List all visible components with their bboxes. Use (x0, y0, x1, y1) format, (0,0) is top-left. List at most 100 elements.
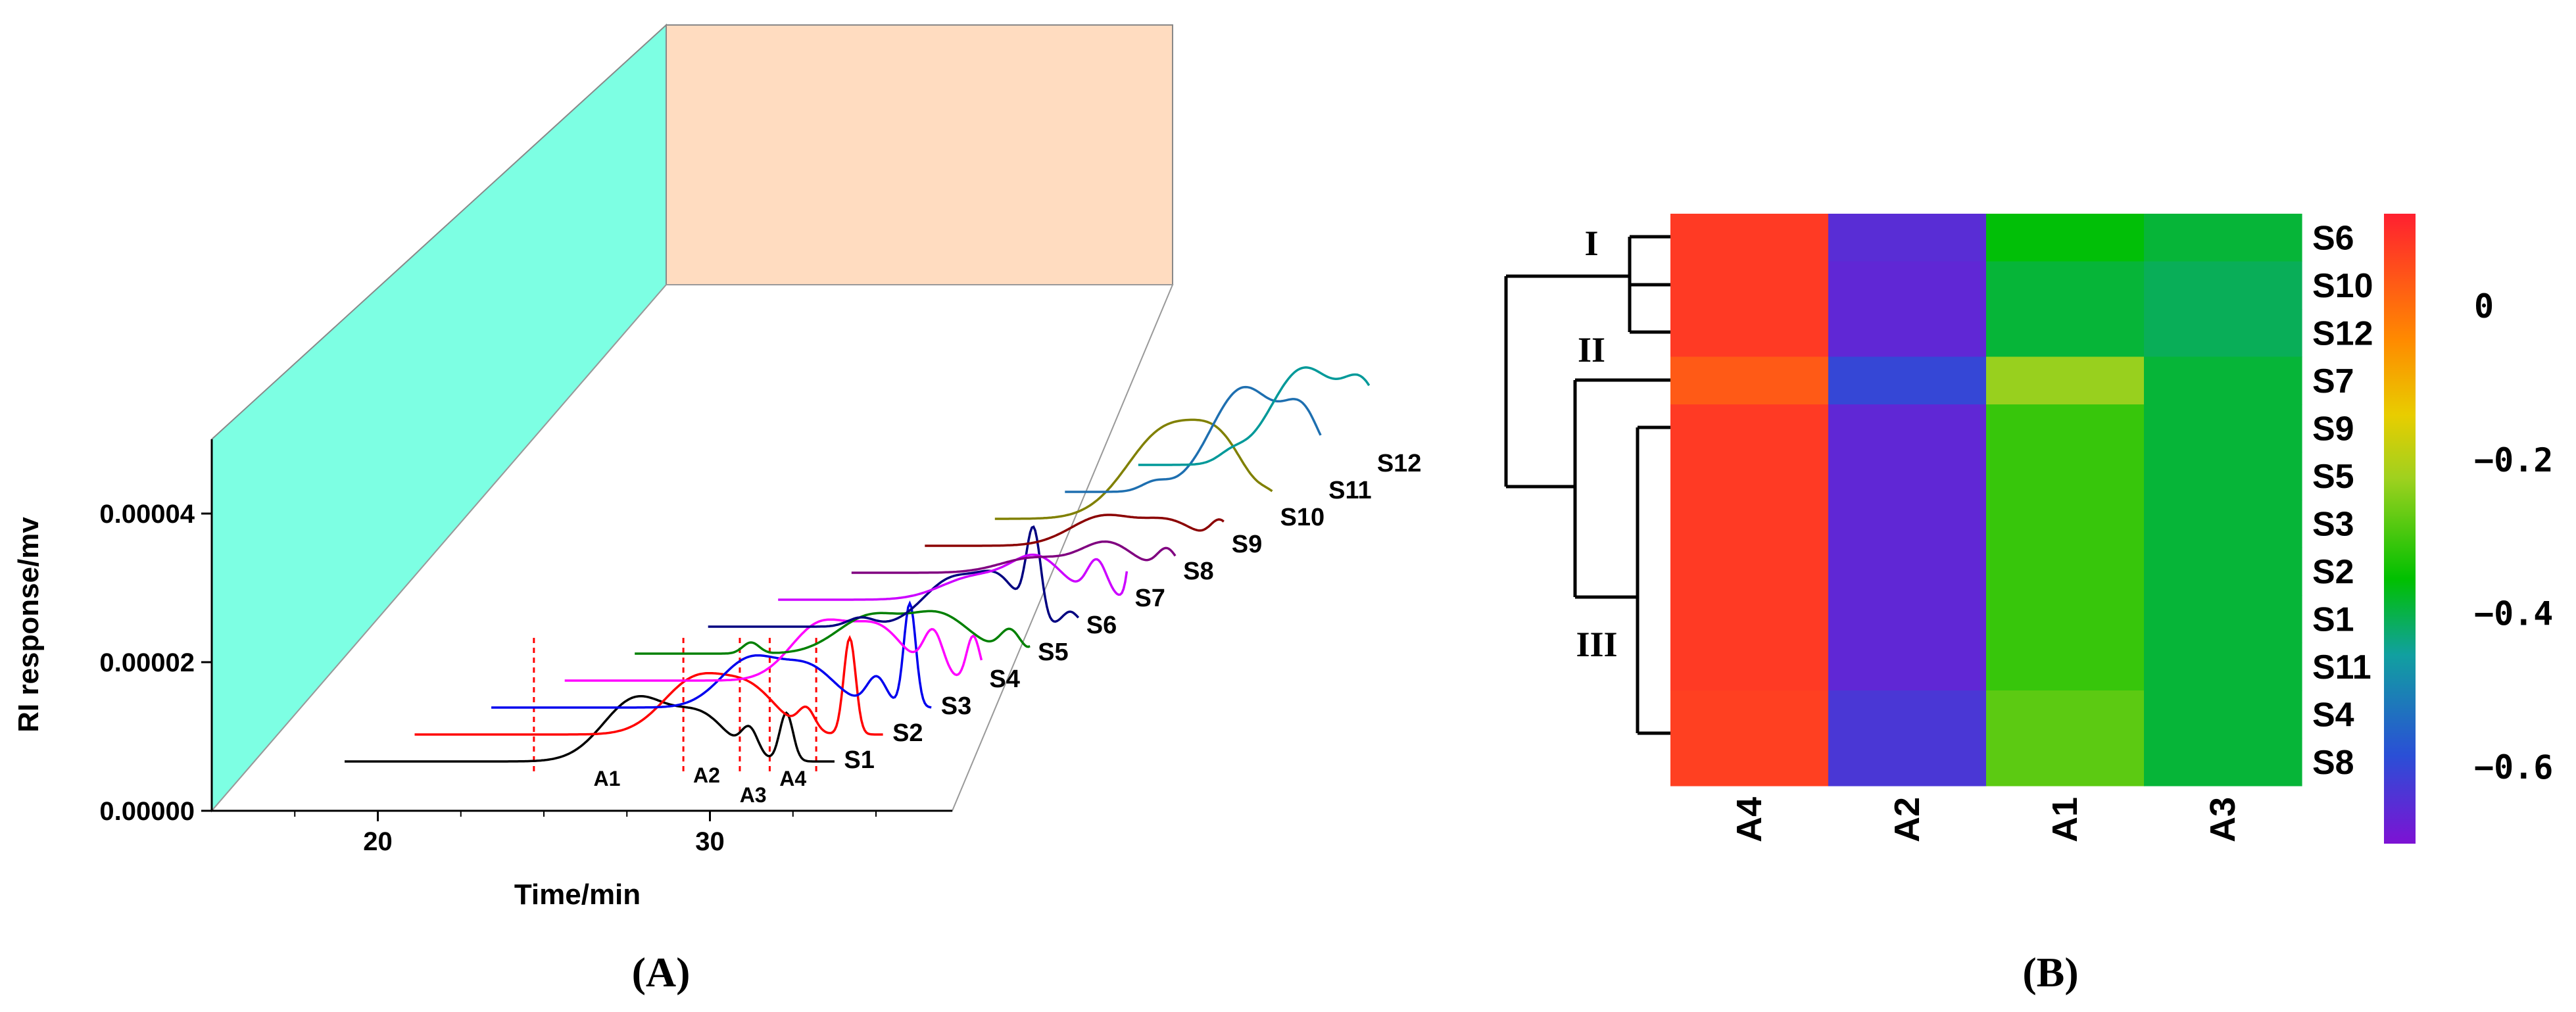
heat-cell (1986, 261, 2145, 310)
back-wall (666, 24, 1173, 285)
trace-label: S12 (1377, 450, 1422, 477)
heat-cell (1670, 356, 1829, 405)
trace-label: S9 (1232, 531, 1262, 558)
heat-cell (1828, 642, 1987, 691)
heat-cell (2144, 500, 2302, 548)
row-label: S1 (2312, 600, 2354, 639)
trace-label: S5 (1038, 639, 1068, 666)
dendrogram (1504, 235, 1670, 735)
heat-cell (1828, 500, 1987, 548)
trace-label: S7 (1134, 585, 1165, 612)
trace-s2 (414, 635, 883, 736)
trace-s4 (564, 618, 983, 682)
heat-cell (1986, 690, 2145, 739)
trace-label: S11 (1328, 477, 1372, 504)
row-label: S12 (2312, 314, 2373, 352)
heat-cell (1828, 547, 1987, 596)
heat-cell (1986, 500, 2145, 548)
trace-s6 (708, 525, 1080, 628)
heat-cell (1828, 261, 1987, 310)
heat-cell (2144, 452, 2302, 500)
panel-label-a: (A) (632, 949, 691, 996)
heat-cell (1828, 356, 1987, 405)
heat-cell (2144, 261, 2302, 310)
column-label: A2 (1887, 797, 1927, 842)
trace-label: S8 (1183, 558, 1213, 585)
colorbar-tick-label: −0.6 (2474, 748, 2553, 786)
trace-label: S2 (892, 719, 923, 747)
row-label: S10 (2312, 267, 2373, 305)
region-label: A3 (740, 783, 767, 807)
trace-s3 (491, 600, 932, 709)
heat-cell (1828, 309, 1987, 358)
trace-s8 (851, 540, 1177, 574)
heat-cell (2144, 547, 2302, 596)
heat-cell (1828, 595, 1987, 644)
region-label: A1 (593, 767, 620, 790)
trace-s7 (778, 553, 1129, 601)
x-tick-label: 30 (695, 827, 725, 856)
heat-cell (1670, 595, 1829, 644)
trace-s10 (994, 418, 1273, 520)
heat-cell (1986, 595, 2145, 644)
heat-cell (1670, 261, 1829, 310)
heat-cell (1986, 452, 2145, 500)
heat-cell (1828, 404, 1987, 453)
colorbar-tick-label: 0 (2474, 287, 2494, 325)
heat-cell (2144, 309, 2302, 358)
trace-s5 (635, 610, 1031, 655)
trace-s9 (925, 514, 1225, 547)
heat-cell (2144, 214, 2302, 262)
heat-cell (1670, 642, 1829, 691)
row-label: S3 (2312, 505, 2354, 543)
row-label: S6 (2312, 219, 2354, 257)
y-axis-title: RI response/mv (12, 517, 45, 733)
trace-label: S10 (1280, 504, 1324, 531)
heat-cell (2144, 595, 2302, 644)
heat-cell (1986, 214, 2145, 262)
heat-cell (2144, 690, 2302, 739)
heat-cell (1670, 404, 1829, 453)
panel-label-b: (B) (2022, 949, 2078, 996)
heat-cell (1670, 452, 1829, 500)
trace-label: S4 (989, 665, 1019, 693)
heat-cell (2144, 404, 2302, 453)
colorbar (2384, 214, 2416, 844)
heat-cell (1670, 690, 1829, 739)
heat-cell (1828, 452, 1987, 500)
heat-cell (1828, 214, 1987, 262)
cluster-label-i: I (1584, 224, 1598, 263)
heat-cell (2144, 356, 2302, 405)
heat-cell (1670, 214, 1829, 262)
heat-cell (2144, 738, 2302, 786)
heat-cell (1828, 738, 1987, 786)
heat-cell (1986, 738, 2145, 786)
heat-cell (1986, 309, 2145, 358)
cluster-label-iii: III (1576, 625, 1617, 664)
row-label: S5 (2312, 458, 2354, 496)
heat-cell (1828, 690, 1987, 739)
heat-cell (1670, 738, 1829, 786)
row-label: S11 (2312, 648, 2371, 687)
trace-s1 (345, 694, 835, 763)
heat-cell (1986, 356, 2145, 405)
column-label: A3 (2203, 797, 2243, 842)
heat-cell (1986, 642, 2145, 691)
colorbar-tick-label: −0.2 (2474, 441, 2553, 479)
row-label: S7 (2312, 362, 2354, 400)
row-label: S2 (2312, 553, 2354, 591)
x-axis-title: Time/min (514, 879, 641, 911)
y-tick-label: 0.00002 (99, 648, 195, 677)
trace-s11 (1065, 385, 1322, 493)
heat-cell (1986, 547, 2145, 596)
heat-cell (1670, 500, 1829, 548)
x-tick-label: 20 (363, 827, 393, 856)
column-label: A1 (2045, 797, 2085, 842)
row-label: S9 (2312, 410, 2354, 448)
y-tick-label: 0.00004 (99, 500, 195, 529)
trace-label: S6 (1086, 612, 1117, 639)
trace-s12 (1138, 366, 1371, 466)
